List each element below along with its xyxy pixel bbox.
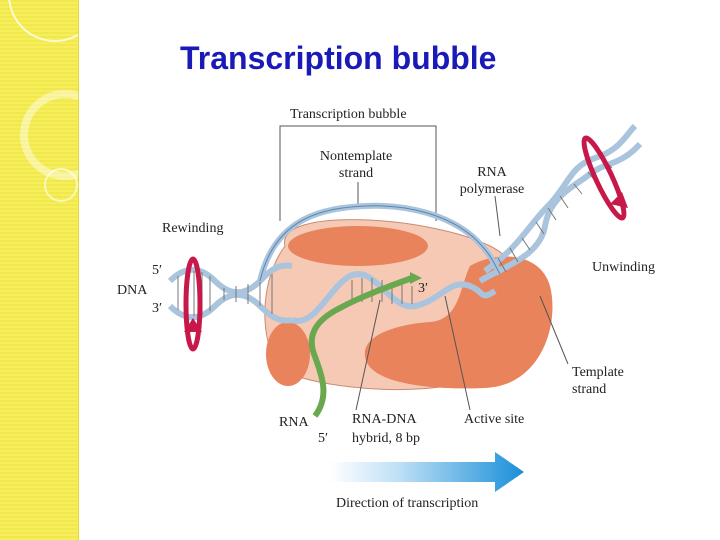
decorative-circle	[8, 0, 78, 42]
decorative-circle	[20, 90, 78, 180]
polymerase-pointer	[494, 195, 501, 237]
hybrid-label-line2: hybrid, 8 bp	[352, 431, 420, 446]
rna-strand	[308, 275, 414, 418]
transcription-diagram: Transcription bubble Nontemplate strand …	[117, 107, 655, 511]
template-label-line1: Template	[572, 365, 624, 380]
template-pointer	[539, 295, 569, 365]
rna-label: RNA	[279, 415, 309, 430]
decorative-circle	[44, 168, 78, 202]
enzyme-lobe-bottom-left	[266, 322, 310, 386]
dna-label: DNA	[117, 283, 148, 298]
unwinding-label: Unwinding	[592, 260, 655, 275]
nontemplate-label-line2: strand	[339, 166, 373, 181]
bubble-bracket	[279, 125, 437, 221]
bubble-label: Transcription bubble	[290, 107, 407, 122]
enzyme-lobe-right	[364, 256, 553, 389]
rewinding-arrow	[183, 256, 203, 352]
decorative-sidebar	[0, 0, 79, 540]
template-label-line2: strand	[572, 382, 606, 397]
unwinding-arrowhead	[610, 192, 628, 208]
hybrid-label-line1: RNA-DNA	[352, 412, 417, 427]
direction-arrow	[330, 452, 524, 492]
five-prime-rna-label: 5′	[318, 431, 328, 446]
rewinding-label: Rewinding	[162, 221, 223, 236]
nontemplate-strand-edge	[259, 205, 501, 282]
three-prime-left-label: 3′	[152, 301, 162, 316]
enzyme-lobe-top	[288, 226, 428, 266]
slide-title: Transcription bubble	[180, 40, 497, 76]
rna-polymerase-label-line1: RNA	[477, 165, 507, 180]
direction-label: Direction of transcription	[336, 496, 478, 511]
active-site-label: Active site	[464, 412, 524, 427]
active-site-pointer	[444, 295, 471, 411]
rewinding-arrowhead	[184, 318, 202, 332]
hybrid-pointer	[355, 299, 381, 411]
rna-polymerase-label-line2: polymerase	[460, 182, 525, 197]
unwinding-arrow	[581, 135, 627, 221]
downstream-helix-strand-a	[483, 123, 638, 274]
five-prime-top-label: 5′	[152, 263, 162, 278]
rna-growing-end	[410, 272, 422, 284]
nontemplate-label-line1: Nontemplate	[320, 149, 392, 164]
three-prime-rna-label: 3′	[418, 281, 428, 296]
upstream-helix-strand-b	[167, 291, 293, 324]
template-strand	[291, 271, 497, 324]
